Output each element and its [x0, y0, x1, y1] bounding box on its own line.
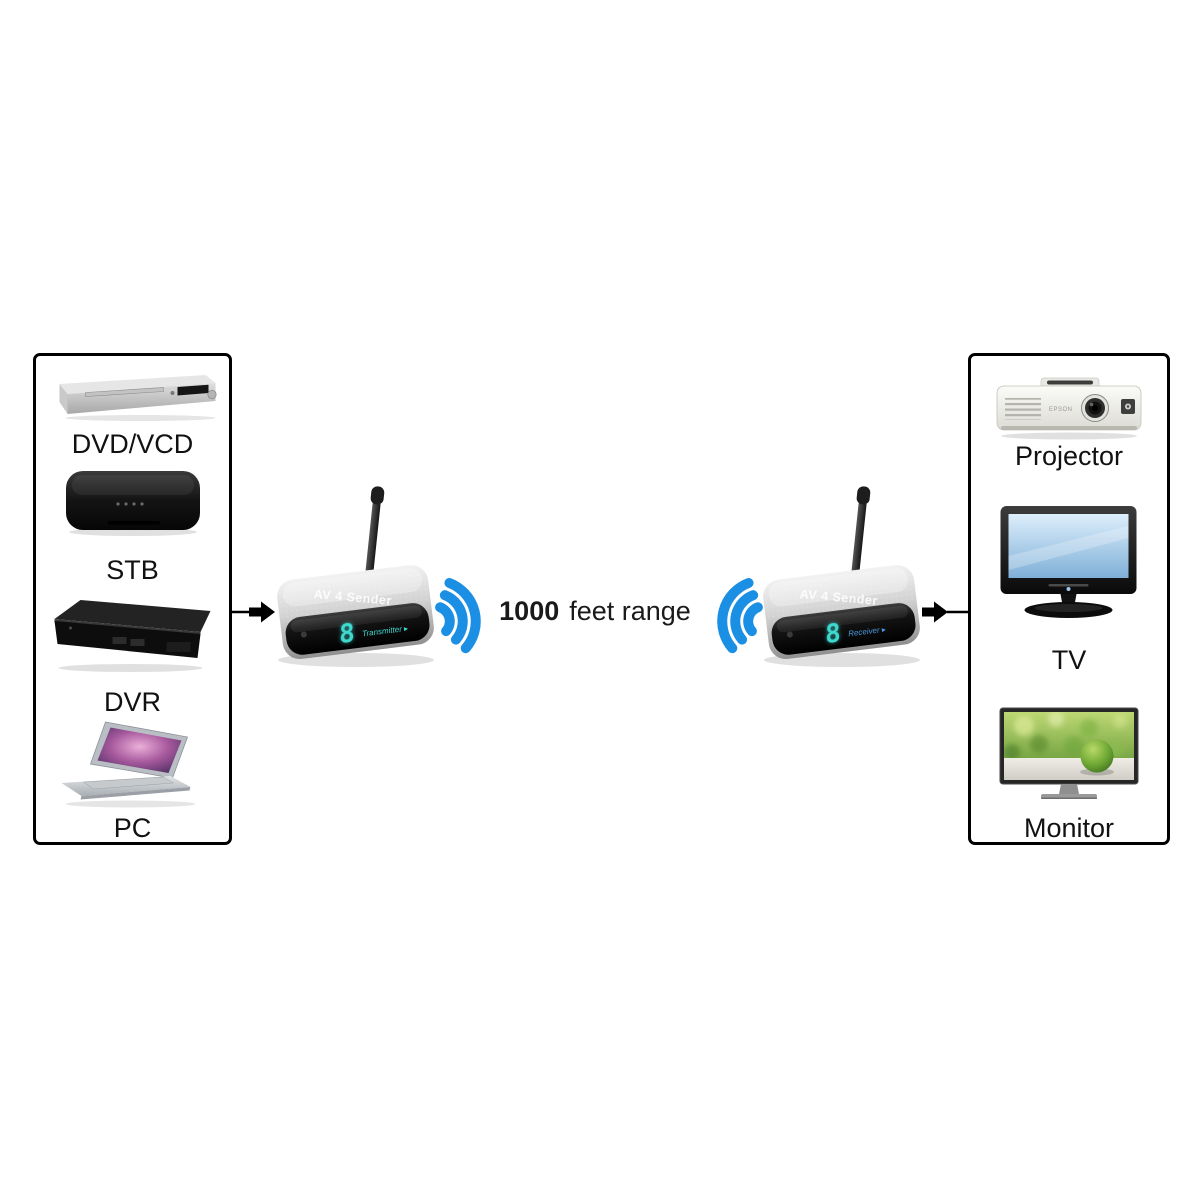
range-label: 1000 feet range	[495, 596, 695, 627]
display-label-projector: Projector	[1014, 441, 1124, 471]
laptop-icon	[61, 721, 195, 808]
projector-brand-text: EPSON	[1049, 407, 1073, 413]
source-label-dvd: DVD/VCD	[71, 429, 194, 459]
dvd-player-icon	[59, 375, 217, 421]
transmitter-device: AV 4 Sender 8 Transmitter ▸	[277, 486, 434, 667]
receiver-brand-text: AV 4 Sender	[799, 587, 878, 608]
stb-icon	[65, 471, 200, 536]
receiver-antenna	[851, 486, 871, 579]
wifi-signal-right-icon	[435, 578, 481, 654]
displays-panel: EPSON Projector TV	[968, 353, 1170, 845]
transmitter-brand-text: AV 4 Sender	[313, 587, 392, 608]
wifi-signal-left-icon	[717, 578, 763, 654]
tv-icon	[1000, 506, 1137, 618]
projector-icon: EPSON	[996, 377, 1142, 440]
transmitter-channel-display: 8	[339, 618, 355, 650]
source-label-stb: STB	[106, 555, 159, 585]
arrow-sources-to-transmitter-icon	[230, 601, 275, 623]
range-distance: 1000	[499, 596, 560, 626]
dvr-icon	[54, 600, 210, 672]
receiver-channel-display: 8	[825, 618, 841, 650]
source-label-pc: PC	[113, 813, 152, 843]
transmitter-antenna	[365, 486, 385, 579]
receiver-device: AV 4 Sender 8 Receiver ▸	[763, 486, 920, 667]
sources-panel: DVD/VCD STB DVR	[33, 353, 232, 845]
display-label-tv: TV	[1051, 645, 1087, 675]
range-unit: feet range	[569, 596, 691, 626]
display-label-monitor: Monitor	[1023, 813, 1115, 843]
source-label-dvr: DVR	[103, 687, 161, 717]
monitor-icon	[999, 707, 1139, 799]
arrow-receiver-to-displays-icon	[922, 601, 970, 623]
